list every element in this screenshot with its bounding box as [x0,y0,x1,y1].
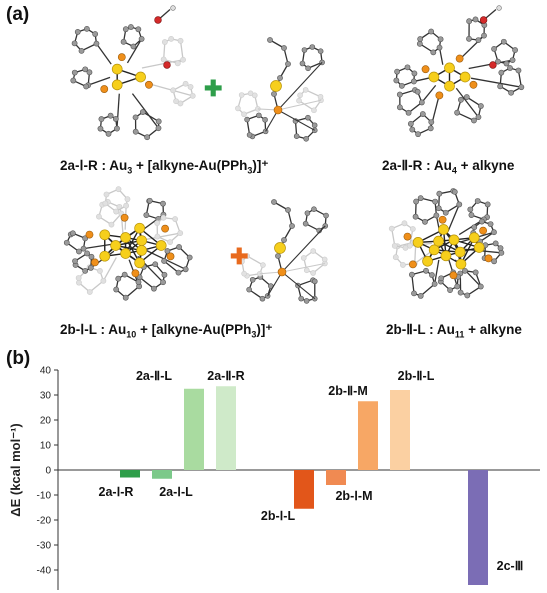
bar-label-3: 2a-Ⅱ-L [136,369,172,383]
panel-a-label: (a) [6,4,30,25]
bar-9 [468,470,488,585]
y-tick-label: -40 [37,566,52,577]
bar-label-7: 2b-Ⅱ-M [328,384,367,398]
bar-label-1: 2a-Ⅰ-R [99,485,134,499]
y-tick-label: 10 [40,441,52,452]
plus-icon-green: ✚ [204,76,223,101]
bar-label-6: 2b-Ⅰ-M [335,489,372,503]
bar-label-8: 2b-Ⅱ-L [398,369,435,383]
bar-label-9: 2c-Ⅲ [497,559,524,573]
y-tick-label: -20 [37,516,52,527]
panel-b-label: (b) [6,348,31,369]
molecule-2a-II-R [393,5,525,138]
molecule-2b-II-L [388,188,505,299]
molecule-2b-I-L [63,186,193,301]
energy-bar-chart: 40 30 20 10 0 -10 -20 -30 -40 ΔE (kcal mol⁻¹) 2a-Ⅰ… [8,366,540,590]
bar-label-5: 2b-Ⅰ-L [261,509,296,523]
caption-2b-I-L: 2b-Ⅰ-L : Au10 + [alkyne-Au(PPh3)]⁺ [60,322,273,340]
bar-1 [120,470,140,478]
caption-2a-I-R: 2a-Ⅰ-R : Au3 + [alkyne-Au(PPh3)]⁺ [60,158,269,176]
bar-8 [390,390,410,470]
y-axis-label: ΔE (kcal mol⁻¹) [8,423,23,517]
y-tick-label: 30 [40,391,52,402]
bar-4 [216,386,236,470]
bar-7 [358,401,378,470]
y-tick-label: 40 [40,366,52,377]
molecule-alkyne-complex-bottom [239,199,329,304]
y-tick-label: 0 [45,466,51,477]
bar-6 [326,470,346,485]
molecule-alkyne-complex-top [235,37,325,142]
y-tick-label: -30 [37,541,52,552]
caption-2a-II-R: 2a-Ⅱ-R : Au4 + alkyne [382,158,515,176]
y-tick-label: 20 [40,416,52,427]
bar-label-2: 2a-Ⅰ-L [159,485,193,499]
plus-icon-orange: ✚ [230,244,249,269]
caption-2b-II-L: 2b-Ⅱ-L : Au11 + alkyne [386,322,522,340]
bar-label-4: 2a-Ⅱ-R [207,369,244,383]
y-tick-label: -10 [37,491,52,502]
bar-5 [294,470,314,509]
bar-3 [184,388,204,470]
bar-2 [152,470,172,479]
molecule-2a-I-R [70,5,196,141]
